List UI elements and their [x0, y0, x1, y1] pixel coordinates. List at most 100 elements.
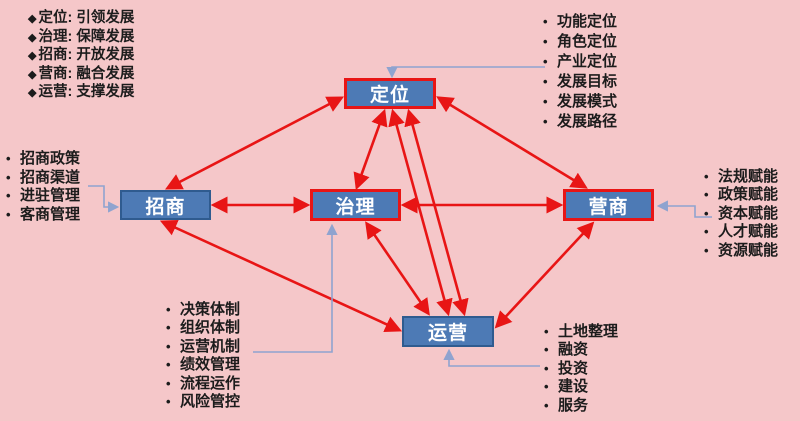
list-item: • 风险管控 [166, 393, 240, 411]
connector-toplist-dingwei [386, 66, 545, 79]
node-yunying: 运营 [402, 316, 494, 347]
bullet-icon: • [704, 169, 709, 184]
bullet-icon: • [543, 74, 548, 89]
list-item-label: 发展模式 [557, 93, 618, 110]
edge-zhaoshang-dingwei [165, 96, 344, 190]
list-item-label: 客商管理 [20, 206, 81, 224]
list-item-label: 投资 [558, 359, 589, 377]
node-label: 定位 [369, 85, 410, 106]
bullet-icon: • [544, 324, 549, 339]
list-item: • 客商管理 [6, 206, 80, 225]
list-item-label: 招商渠道 [20, 168, 81, 186]
list-item-label: 角色定位 [557, 33, 618, 50]
list-item: • 投资 [544, 360, 618, 378]
bullet-icon: • [543, 34, 548, 49]
edge-zhaoshang-yunying [159, 219, 403, 333]
list-item-label: 绩效管理 [180, 356, 241, 374]
list-item: • 建设 [544, 378, 618, 396]
bullet-icon: • [166, 375, 171, 391]
list-item: • 发展路径 [543, 112, 617, 132]
list-item: • 政策赋能 [704, 186, 778, 204]
edge-zhili-dingwei [353, 108, 388, 191]
list-yingshang-items: • 法规赋能 • 政策赋能 • 资本赋能 • 人才赋能 • 资源赋能 [704, 168, 778, 260]
list-item-label: 融资 [558, 341, 589, 359]
bullet-icon: • [544, 360, 549, 376]
list-item: • 产业定位 [543, 52, 617, 72]
legend-item-label: 运营: 支撑发展 [38, 84, 135, 101]
bullet-icon: • [166, 338, 171, 354]
legend-item: ◆招商: 开放发展 [28, 47, 134, 66]
bullet-icon: • [704, 205, 709, 221]
connector-bottomrightlist-yunying [443, 348, 540, 367]
diamond-bullet-icon: ◆ [28, 13, 37, 25]
list-item-label: 进驻管理 [20, 187, 81, 205]
list-item-label: 招商政策 [20, 150, 81, 167]
legend-item-label: 定位: 引领发展 [38, 10, 135, 26]
legend-item-label: 治理: 保障发展 [38, 28, 135, 45]
list-item: • 流程运作 [166, 375, 240, 393]
bullet-icon: • [704, 224, 709, 240]
bullet-icon: • [166, 357, 171, 373]
edge-dingwei-yunying-b [404, 108, 469, 317]
node-label: 治理 [335, 196, 376, 218]
list-item-label: 人才赋能 [718, 223, 779, 241]
list-item: • 融资 [544, 341, 618, 359]
node-label: 运营 [427, 323, 468, 344]
bullet-icon: • [6, 207, 11, 223]
list-item: • 资本赋能 [704, 205, 778, 223]
list-item-label: 运营机制 [180, 337, 241, 355]
bullet-icon: • [544, 342, 549, 358]
list-item-label: 组织体制 [180, 319, 241, 337]
bullet-icon: • [166, 394, 171, 410]
node-zhili: 治理 [310, 189, 401, 221]
connector-rightlist-yingshang [656, 200, 712, 218]
list-item-label: 资本赋能 [718, 204, 779, 222]
legend-item: ◆定位: 引领发展 [28, 10, 134, 29]
list-item-label: 流程运作 [180, 374, 241, 392]
list-item-label: 风险管控 [180, 393, 241, 411]
bullet-icon: • [6, 188, 11, 204]
diamond-bullet-icon: ◆ [28, 68, 37, 81]
list-item-label: 服务 [558, 396, 589, 414]
bullet-icon: • [6, 169, 11, 185]
list-item: • 运营机制 [166, 338, 240, 356]
legend-item: ◆治理: 保障发展 [28, 29, 134, 48]
list-item-label: 政策赋能 [718, 186, 779, 204]
list-item: •功能定位 [543, 12, 617, 32]
bullet-icon: • [704, 187, 709, 203]
list-item-label: 发展路径 [557, 113, 618, 130]
list-item: • 绩效管理 [166, 356, 240, 374]
list-item-label: 产业定位 [557, 53, 618, 70]
list-item: •组织体制 [166, 319, 240, 337]
bullet-icon: • [543, 54, 548, 69]
list-item: • 发展模式 [543, 92, 617, 112]
diamond-bullet-icon: ◆ [28, 31, 37, 44]
node-yingshang: 营商 [563, 189, 654, 221]
legend-item-label: 营商: 融合发展 [38, 65, 135, 82]
edge-dingwei-yunying-a [388, 108, 453, 317]
bullet-icon: • [6, 151, 11, 166]
list-item: • 招商政策 [6, 150, 80, 169]
list-item: • 人才赋能 [704, 223, 778, 241]
node-zhaoshang: 招商 [120, 190, 211, 220]
legend-item-label: 招商: 开放发展 [38, 47, 135, 64]
legend-item: ◆运营: 支撑发展 [28, 84, 134, 103]
list-item-label: 决策体制 [180, 301, 241, 318]
bullet-icon: • [544, 379, 549, 395]
list-item: • 法规赋能 [704, 168, 778, 186]
list-item-label: 法规赋能 [718, 168, 779, 185]
bullet-icon: • [543, 114, 548, 129]
list-item: • 决策体制 [166, 301, 240, 319]
list-item-label: 资源赋能 [718, 241, 779, 259]
list-item-label: 建设 [558, 378, 589, 396]
node-dingwei: 定位 [344, 78, 436, 109]
legend-list: ◆定位: 引领发展 ◆治理: 保障发展 ◆招商: 开放发展 ◆营商: 融合发展 … [28, 10, 134, 103]
legend-item: ◆营商: 融合发展 [28, 66, 134, 85]
list-item-label: 功能定位 [557, 13, 618, 30]
bullet-icon: • [543, 94, 548, 109]
bullet-icon: • [166, 302, 171, 317]
connector-bottomleftlist-zhili [253, 223, 338, 353]
list-yunying-items: • 土地整理 • 融资 • 投资 • 建设 • 服务 [544, 323, 618, 415]
list-item-label: 土地整理 [558, 323, 619, 340]
